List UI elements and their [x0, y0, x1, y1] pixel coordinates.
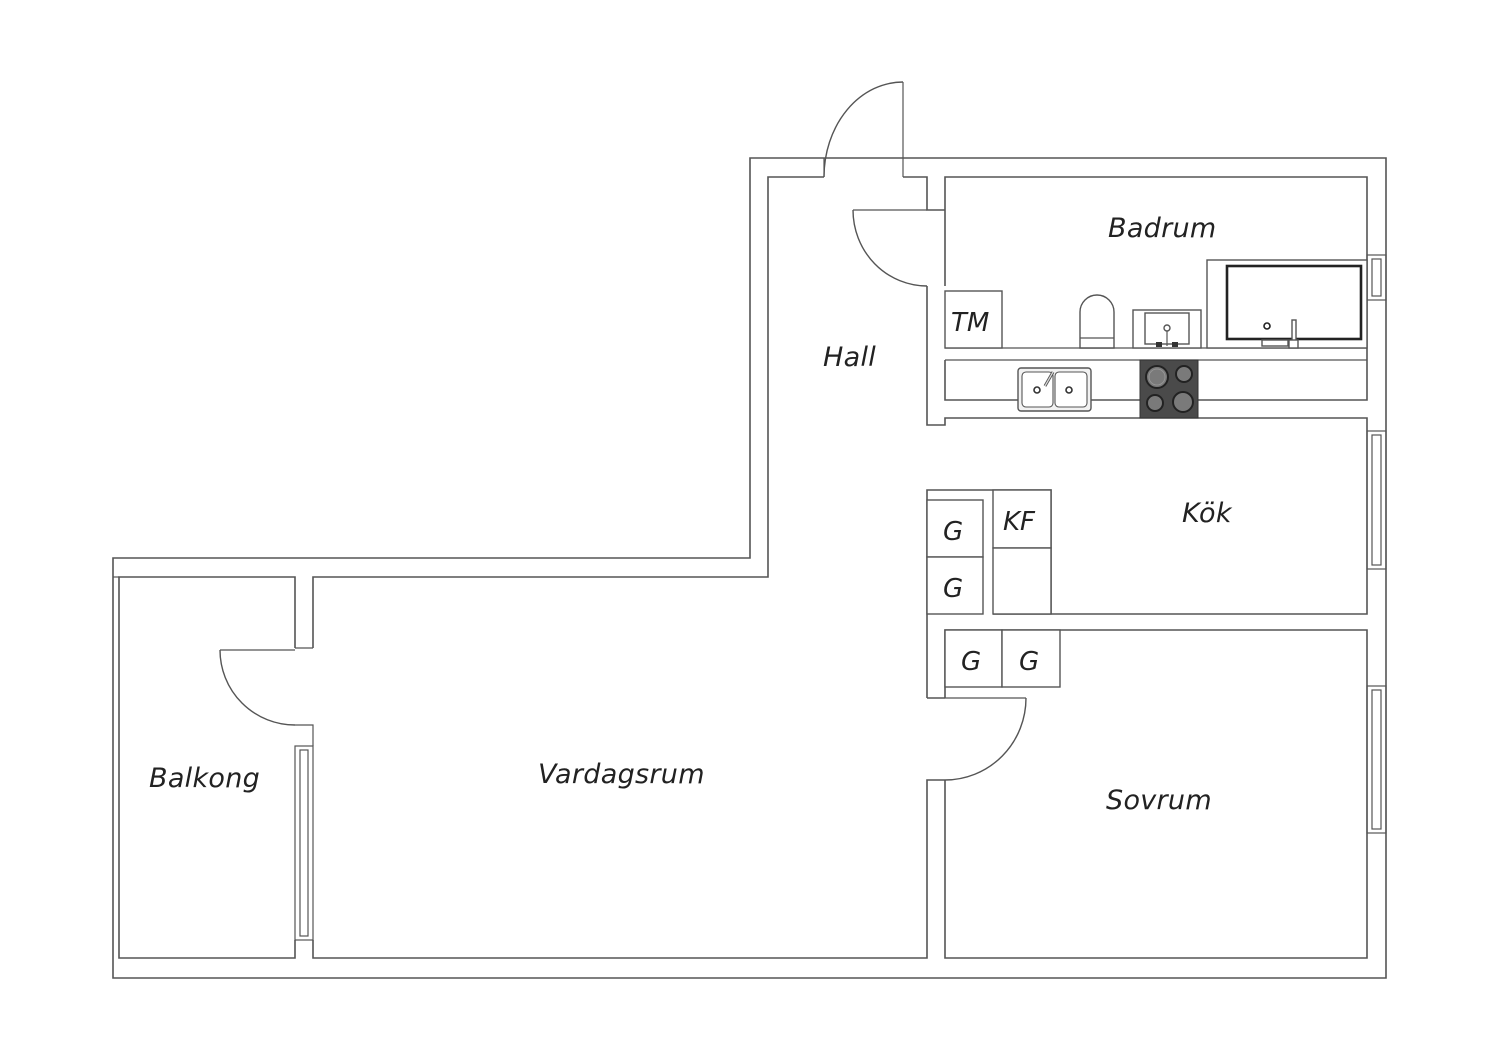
wardrobe-label-1: G: [943, 517, 963, 547]
wardrobe-label-3: G: [961, 647, 981, 677]
bathtub-icon: [1206, 259, 1368, 349]
fridge-freezer-lower: [992, 547, 1052, 615]
window-balcony-door: [294, 745, 314, 941]
balcony-door[interactable]: [219, 647, 314, 746]
wardrobe-2: [926, 556, 984, 615]
washing-machine-label: TM: [951, 308, 989, 338]
room-label-hall: Hall: [823, 342, 876, 373]
outer-walls: [112, 157, 1387, 979]
outer-wall-outline: [112, 157, 1387, 979]
doors: [219, 81, 1027, 781]
double-sink-icon: [1017, 367, 1092, 412]
window-kitchen: [1366, 430, 1387, 570]
toilet-icon: [1079, 294, 1115, 349]
fridge-freezer-label: KF: [1003, 507, 1036, 537]
stove-hob-icon: [1139, 359, 1199, 419]
washing-machine: [944, 290, 1003, 349]
balcony-inner: [118, 576, 296, 959]
room-label-balkong: Balkong: [149, 763, 260, 794]
inner-wall-living: [312, 176, 824, 648]
window-bathroom: [1366, 254, 1387, 301]
window-bedroom: [1366, 685, 1387, 834]
room-label-vardagsrum: Vardagsrum: [538, 759, 705, 790]
windows: [294, 254, 1387, 941]
wardrobe-label-2: G: [943, 574, 963, 604]
storage: [926, 489, 1061, 688]
washbasin-icon: [1132, 309, 1202, 349]
entrance-door[interactable]: [823, 81, 904, 178]
bathroom-door[interactable]: [852, 209, 928, 287]
room-label-sovrum: Sovrum: [1106, 785, 1212, 816]
bathroom-fixtures: [944, 259, 1368, 349]
room-label-kok: Kök: [1182, 498, 1233, 529]
kitchen-inner: [926, 286, 1368, 615]
wardrobe-3: [944, 629, 1003, 688]
wardrobe-4: [1001, 629, 1061, 688]
kitchen-counter: [945, 359, 1367, 419]
bedroom-door[interactable]: [944, 697, 1027, 781]
room-label-badrum: Badrum: [1108, 213, 1217, 244]
living-bottom: [312, 779, 945, 959]
wardrobe-label-4: G: [1019, 647, 1039, 677]
